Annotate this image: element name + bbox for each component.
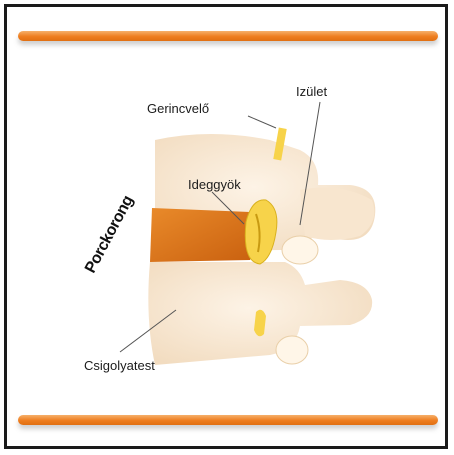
leader-spinal-cord bbox=[248, 116, 276, 128]
label-joint: Izület bbox=[296, 84, 327, 99]
bottom-accent-bar bbox=[18, 415, 438, 425]
label-spinal-cord: Gerincvelő bbox=[147, 101, 209, 116]
label-vertebral-body: Csigolyatest bbox=[84, 358, 155, 373]
joint-knob-upper bbox=[282, 236, 318, 264]
label-nerve-root: Ideggyök bbox=[188, 177, 241, 192]
nerve-root-shape bbox=[245, 200, 277, 264]
joint-knob-lower bbox=[276, 336, 308, 364]
disc-shape bbox=[150, 208, 256, 262]
